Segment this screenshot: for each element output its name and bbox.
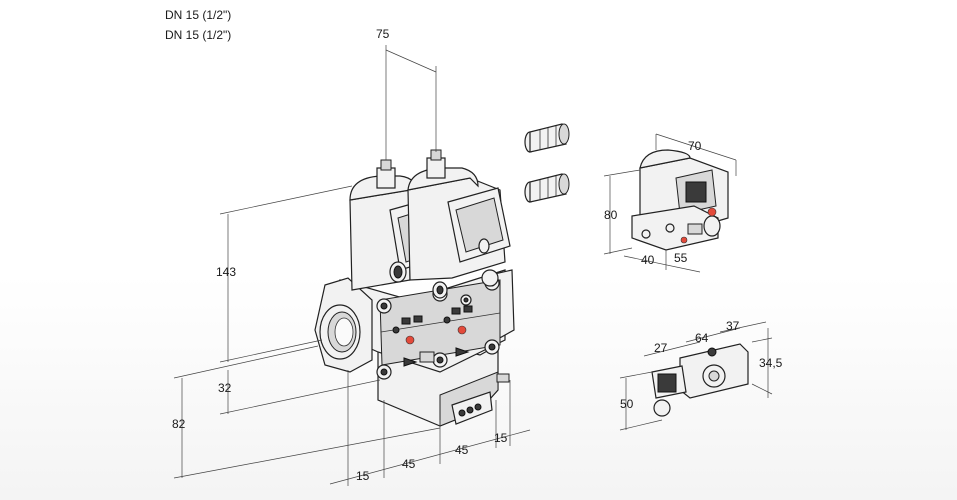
dim-70-line (655, 133, 737, 161)
dim-75-label: 75 (376, 27, 390, 41)
dim-50-ext-bottom (619, 419, 663, 431)
detail-top-indicator (680, 236, 688, 244)
detail-top-coil-cap (639, 149, 691, 169)
dim-45-a-label: 45 (402, 457, 416, 471)
dim-143-ext-top (219, 185, 353, 215)
main-dimensions: 75 143 32 82 15 45 45 15 (172, 27, 531, 486)
detail-view-bottom: 27 64 37 34,5 50 (619, 319, 783, 431)
detail-top-hole-2 (665, 223, 675, 233)
port-a2 (413, 315, 423, 323)
coil-right-top (407, 167, 479, 191)
dim-70-label: 70 (688, 139, 702, 153)
dim-15-right-label: 15 (494, 431, 508, 445)
screw-6-center (488, 343, 496, 351)
gland-left-base (376, 167, 396, 189)
header-dn-line-1: DN 15 (1/2") (165, 8, 231, 22)
dim-55-label: 55 (674, 251, 688, 265)
port-b1 (451, 307, 461, 315)
dim-27-line (643, 341, 701, 357)
coil-left-knob-center (393, 265, 403, 279)
dim-82-ext-top (173, 345, 319, 379)
dim-27-label: 27 (654, 341, 668, 355)
screw-1-center (380, 302, 388, 310)
detail-top-base (631, 205, 719, 251)
dim-50-label: 50 (620, 397, 634, 411)
detail-top-hole-1 (641, 229, 651, 239)
coil-mid-knob-center (436, 285, 444, 295)
detail-bottom-window (657, 373, 677, 393)
detail-view-top: 70 80 40 55 (603, 133, 737, 273)
coil-right-cover-panel (455, 197, 504, 253)
dim-37-label: 37 (726, 319, 740, 333)
screw-4-center (380, 368, 388, 376)
gland-spare-1-cap (558, 123, 570, 145)
dim-80-ext-bottom (603, 247, 633, 255)
label-plate (419, 351, 435, 363)
bottom-hole-3 (474, 403, 482, 411)
gland-left-top (380, 159, 392, 171)
dim-34-5-label: 34,5 (759, 356, 783, 370)
dim-40-55-line (623, 255, 701, 273)
plate-divider (380, 312, 501, 333)
bottom-hole-1 (458, 409, 466, 417)
indicator-dot-2 (443, 316, 451, 324)
dim-82-label: 82 (172, 417, 186, 431)
spare-cable-glands (524, 123, 570, 203)
detail-top-window (685, 181, 707, 203)
dim-37-line (719, 321, 767, 333)
detail-top-red-dot (707, 207, 717, 217)
detail-bottom-gland (653, 399, 671, 417)
dim-34-5-ext-top (751, 337, 773, 343)
dim-40-label: 40 (641, 253, 655, 267)
dim-82-ext-bottom (173, 427, 441, 479)
dim-64-line (685, 327, 741, 343)
coil-right-knob (481, 269, 499, 287)
dim-bottom-chain (329, 429, 531, 485)
gland-spare-2-cap (558, 173, 570, 195)
port-a1 (401, 317, 411, 325)
main-valve-assembly (314, 149, 515, 427)
flow-arrow-2 (455, 347, 470, 357)
test-nipple (496, 373, 510, 383)
detail-bottom-top-nut (707, 347, 717, 357)
screw-7-center (463, 297, 469, 303)
screw-5-center (436, 356, 444, 364)
indicator-dot-1 (392, 326, 400, 334)
dim-80-label: 80 (604, 208, 618, 222)
dim-50-ext-top (619, 371, 653, 379)
indicator-red-2 (457, 325, 467, 335)
coil-right-screw (478, 238, 490, 254)
dim-32-ext-bottom (219, 379, 381, 415)
gland-right-base (426, 157, 446, 179)
bottom-hole-2 (466, 406, 474, 414)
inlet-port-bore (334, 317, 354, 347)
header-dn-line-2: DN 15 (1/2") (165, 28, 231, 42)
indicator-red-1 (405, 335, 415, 345)
dim-15-bottom-label: 15 (356, 469, 370, 483)
dim-143-label: 143 (216, 265, 236, 279)
dim-80-ext-top (603, 169, 641, 177)
port-b2 (463, 305, 473, 313)
dim-45-b-label: 45 (455, 443, 469, 457)
dim-75-line (385, 49, 437, 73)
dim-143-ext-bottom (219, 339, 323, 363)
dim-34-5-ext-bottom (751, 383, 773, 395)
flow-arrow-1 (403, 357, 418, 367)
dim-64-label: 64 (695, 331, 709, 345)
detail-top-label (687, 223, 703, 235)
detail-bottom-dial-center (708, 370, 720, 382)
dim-32-label: 32 (218, 381, 232, 395)
detail-top-gland (703, 215, 721, 237)
